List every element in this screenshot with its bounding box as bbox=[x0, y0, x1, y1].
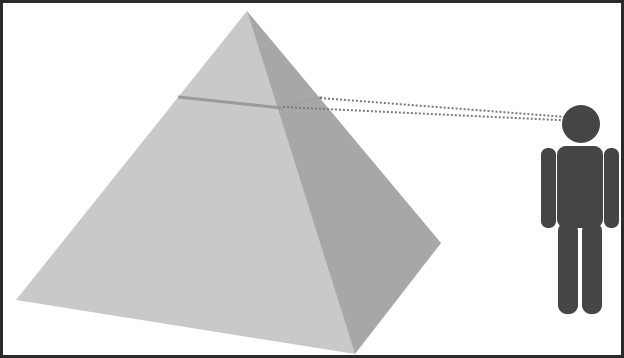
sight-line-upper bbox=[320, 98, 579, 118]
person-head bbox=[562, 105, 600, 143]
person-left-leg bbox=[558, 222, 578, 314]
person-right-arm bbox=[604, 148, 619, 228]
person-icon bbox=[541, 105, 619, 314]
pyramid-icon bbox=[16, 11, 441, 354]
person-left-arm bbox=[541, 148, 556, 228]
person-right-leg bbox=[582, 222, 602, 314]
person-torso bbox=[557, 146, 603, 228]
